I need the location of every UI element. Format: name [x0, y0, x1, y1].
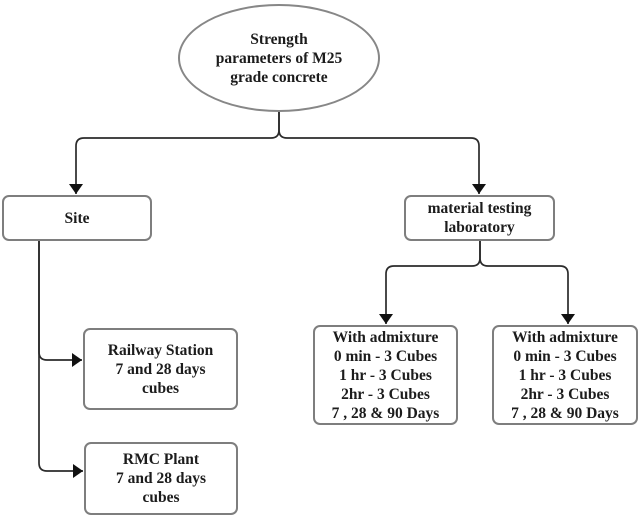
- edge-site-rmc-plant: [38, 241, 83, 478]
- node-rmc-plant: RMC Plant 7 and 28 days cubes: [84, 442, 238, 515]
- node-rmc-plant-label: RMC Plant 7 and 28 days cubes: [115, 451, 207, 506]
- node-site-label: Site: [64, 209, 90, 227]
- edge-lab-admixture-right: [479, 241, 575, 324]
- node-material-testing-laboratory: material testing laboratory: [404, 195, 555, 241]
- node-lab-label: material testing laboratory: [427, 200, 532, 236]
- edge-root-site: [69, 112, 280, 194]
- node-railway-station-label: Railway Station 7 and 28 days cubes: [107, 341, 214, 397]
- node-with-admixture-right-label: With admixture 0 min - 3 Cubes 1 hr - 3 …: [511, 328, 619, 422]
- node-with-admixture-left: With admixture 0 min - 3 Cubes 1 hr - 3 …: [313, 325, 458, 425]
- node-root-strength-parameters: Strength parameters of M25 grade concret…: [178, 4, 380, 112]
- edge-lab-admixture-left: [379, 241, 481, 324]
- node-with-admixture-right: With admixture 0 min - 3 Cubes 1 hr - 3 …: [492, 325, 638, 425]
- edge-root-lab: [278, 112, 486, 194]
- node-root-label: Strength parameters of M25 grade concret…: [215, 30, 343, 86]
- node-railway-station: Railway Station 7 and 28 days cubes: [83, 328, 238, 410]
- node-with-admixture-left-label: With admixture 0 min - 3 Cubes 1 hr - 3 …: [331, 328, 440, 422]
- node-site: Site: [2, 195, 152, 241]
- edge-site-railway-station: [38, 241, 82, 367]
